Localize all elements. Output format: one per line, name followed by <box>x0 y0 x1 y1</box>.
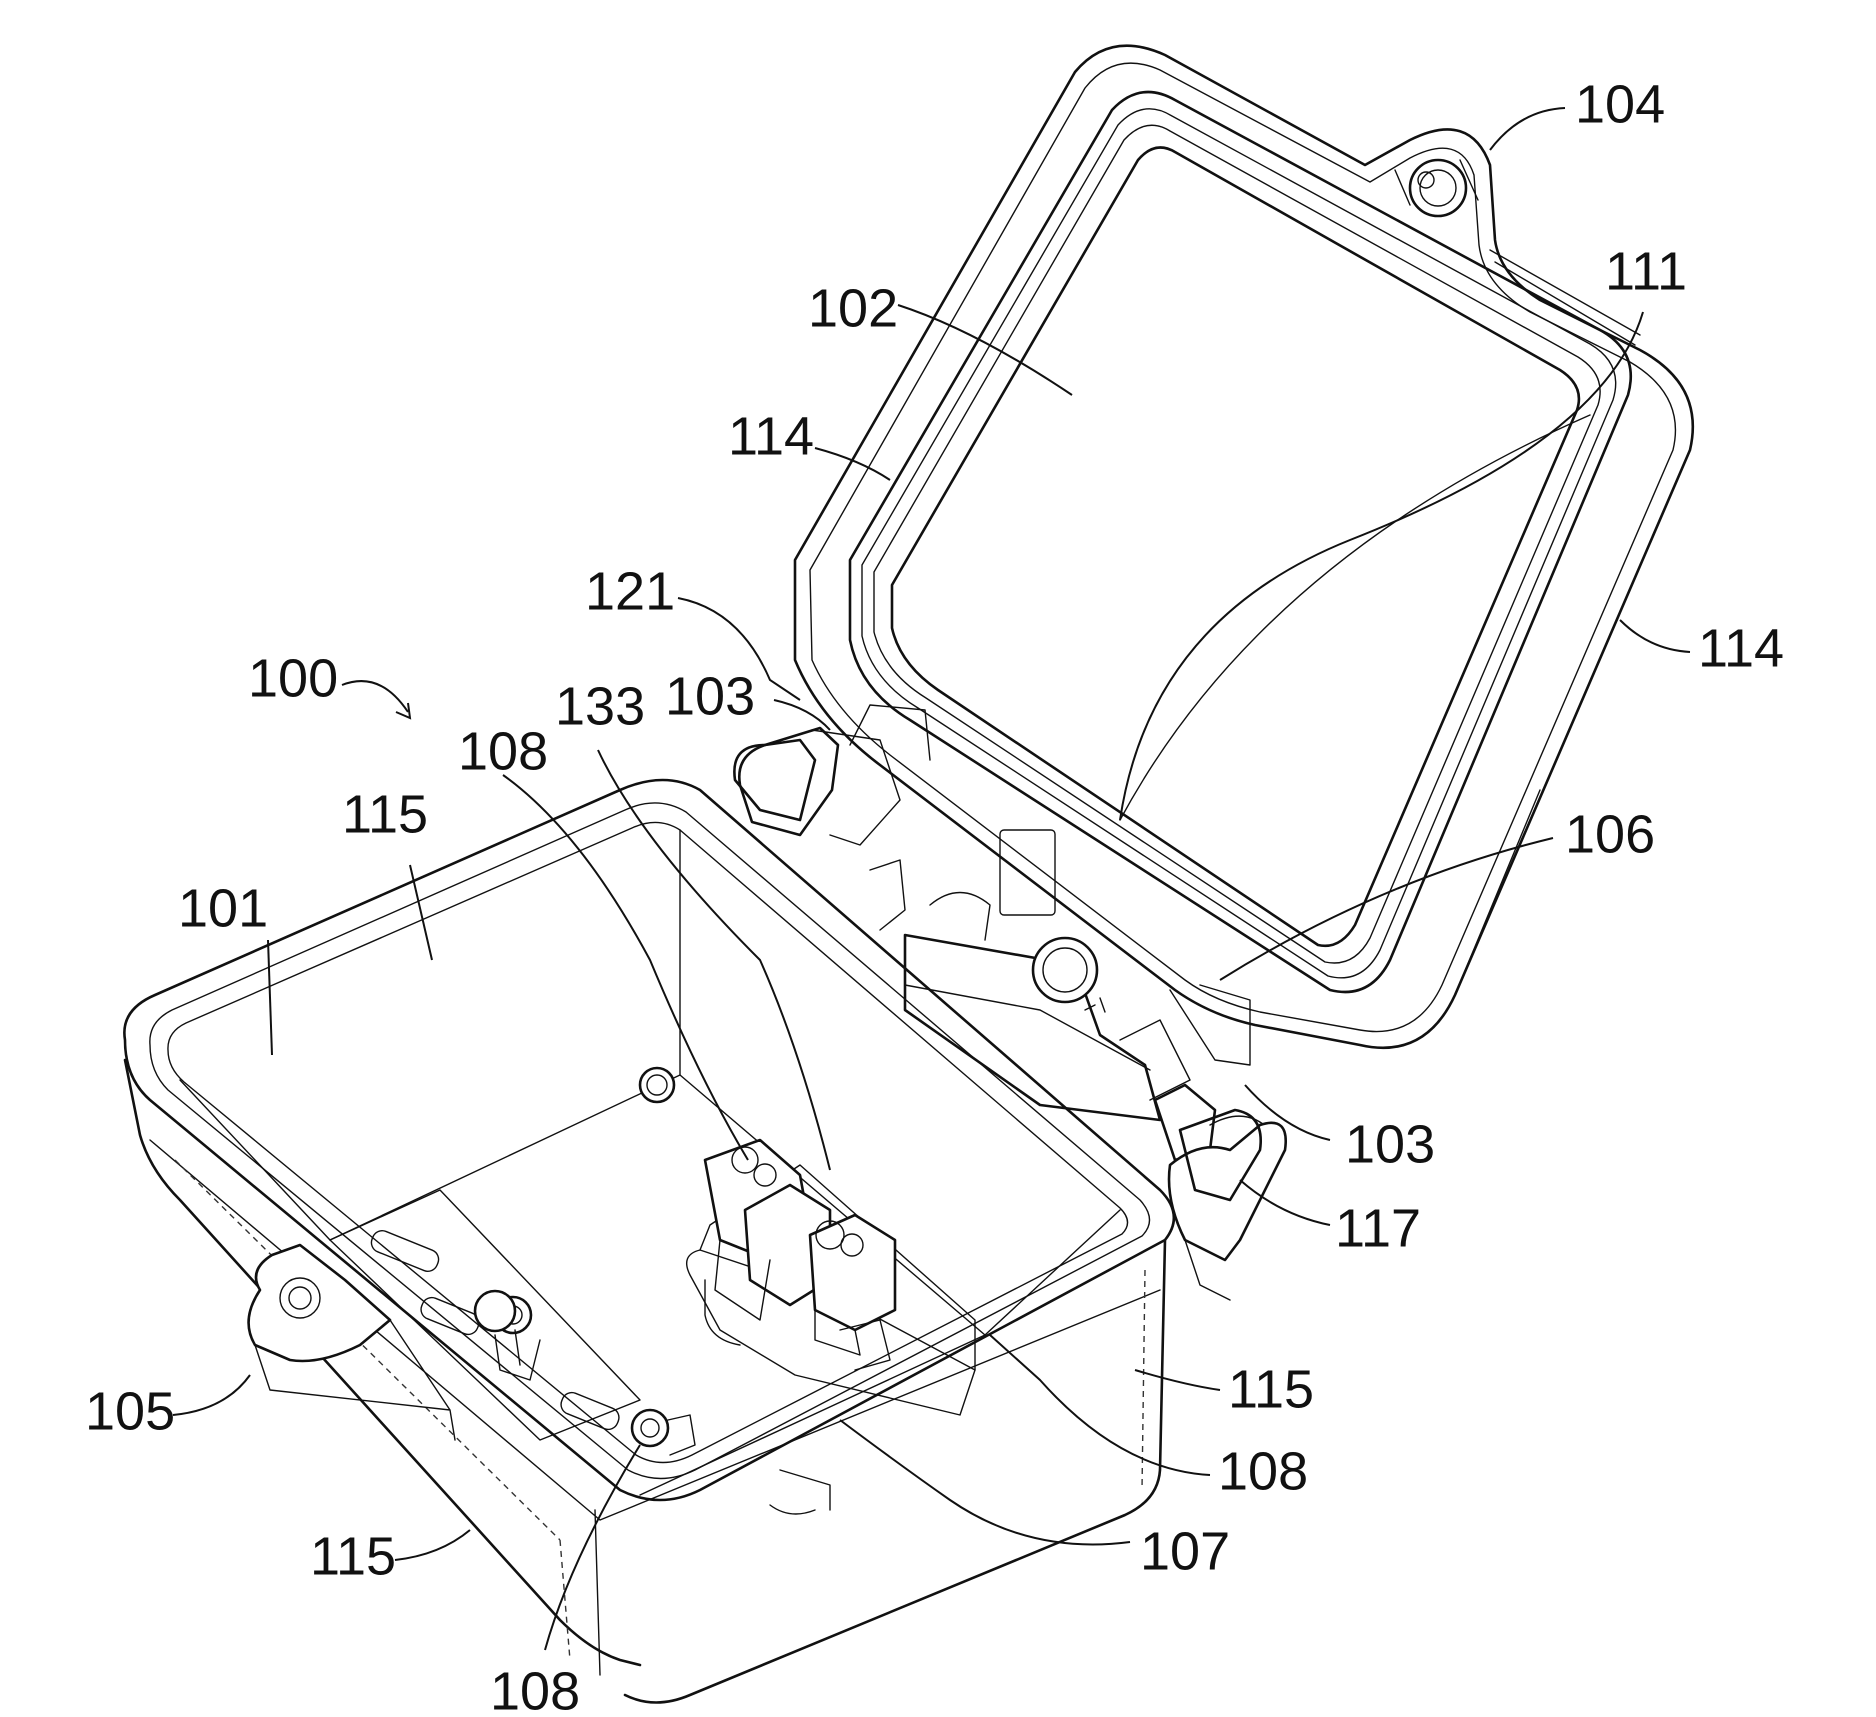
leader-115a <box>410 865 432 960</box>
ref-108a: 108 <box>458 721 548 781</box>
ref-121: 121 <box>585 561 675 621</box>
ref-100: 100 <box>248 648 338 708</box>
ref-104: 104 <box>1575 74 1665 134</box>
ref-102: 102 <box>808 278 898 338</box>
leader-114a <box>815 448 890 480</box>
reference-numerals: 100 101 102 103 103 104 105 106 107 108 … <box>85 74 1784 1717</box>
lid-outer-edge-inner <box>810 63 1675 1031</box>
terminal-screw-front <box>632 1410 695 1455</box>
leader-100 <box>342 681 408 712</box>
leader-106 <box>1220 838 1553 980</box>
ref-115b: 115 <box>1228 1359 1314 1419</box>
ref-103a: 103 <box>665 666 755 726</box>
ref-105: 105 <box>85 1381 175 1441</box>
ref-117: 117 <box>1335 1198 1421 1258</box>
base-wall-edge <box>150 1140 1160 1675</box>
leader-114b <box>1620 620 1690 652</box>
hinge-axis-block <box>905 935 1160 1120</box>
ref-115a: 115 <box>342 784 428 844</box>
ref-114b: 114 <box>1698 618 1784 678</box>
leader-lines <box>173 108 1690 1650</box>
ref-108c: 108 <box>490 1661 580 1717</box>
ref-133: 133 <box>555 676 645 736</box>
leader-101 <box>268 940 272 1055</box>
base-rim-inner-2 <box>168 822 1128 1462</box>
hinge-left <box>739 705 1055 940</box>
ref-107: 107 <box>1140 1521 1230 1581</box>
latch-pin <box>475 1291 515 1331</box>
lid <box>795 46 1693 1048</box>
floor-mounting-boss <box>640 1068 674 1102</box>
lid-inner-panel <box>892 148 1579 946</box>
ref-114a: 114 <box>728 406 814 466</box>
mounting-tab-left <box>249 1245 455 1440</box>
leader-115c <box>395 1530 470 1560</box>
leader-107 <box>840 1420 1130 1544</box>
leader-104 <box>1490 108 1565 150</box>
mounting-tab-right <box>1169 1123 1286 1300</box>
leader-103a <box>774 700 830 730</box>
lid-hanging-tab <box>1395 160 1478 216</box>
ref-106: 106 <box>1565 804 1655 864</box>
base <box>124 780 1174 1703</box>
lid-outer-edge <box>795 46 1693 1048</box>
ref-111: 111 <box>1605 241 1687 301</box>
leader-105 <box>173 1375 250 1415</box>
ref-115c: 115 <box>310 1526 396 1586</box>
terminal-block-center <box>687 1140 975 1514</box>
lid-panel-curve <box>1120 415 1590 820</box>
lid-gasket-mid <box>862 109 1616 978</box>
leader-133 <box>598 750 830 1170</box>
leader-115b <box>1135 1370 1220 1390</box>
ref-101: 101 <box>178 878 268 938</box>
base-back-hinge-housing <box>734 740 1260 1200</box>
ref-103b: 103 <box>1345 1114 1435 1174</box>
ref-108b: 108 <box>1218 1441 1308 1501</box>
leader-108b <box>990 1335 1210 1475</box>
